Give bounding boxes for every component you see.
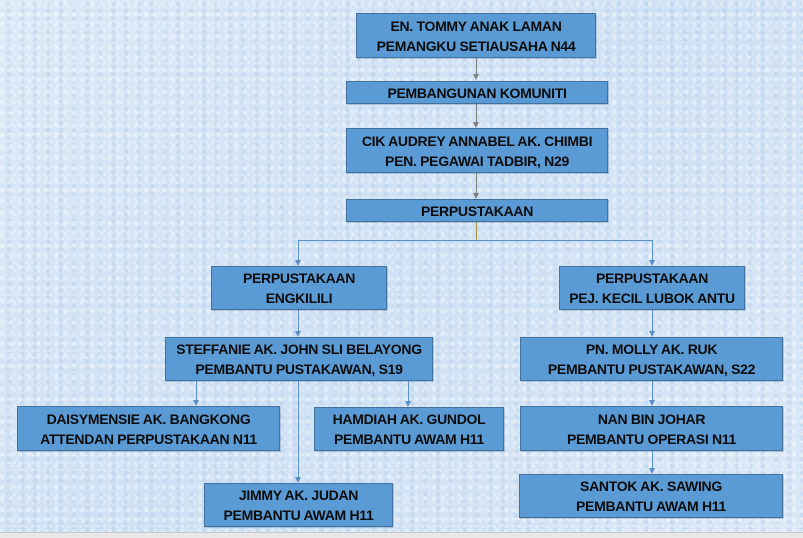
node-title: PEMANGKU SETIAUSAHA N44 (376, 37, 576, 54)
node-title: PEMBANTU AWAM H11 (223, 507, 374, 523)
org-node-jimmy: JIMMY AK. JUDAN PEMBANTU AWAM H11 (204, 483, 393, 527)
node-title: PEMBANTU PUSTAKAWAN, S22 (547, 361, 756, 377)
org-node-admin-officer: CIK AUDREY ANNABEL AK. CHIMBI PEN. PEGAW… (346, 128, 608, 173)
arrow-head-icon (649, 400, 655, 406)
org-node-molly: PN. MOLLY AK. RUK PEMBANTU PUSTAKAWAN, S… (520, 337, 783, 381)
arrow-head-icon (473, 193, 479, 199)
node-unit: PERPUSTAKAAN (595, 270, 709, 286)
connector-lubok-molly (652, 310, 653, 332)
node-name: PN. MOLLY AK. RUK (585, 341, 718, 357)
node-title: ATTENDAN PERPUSTAKAAN N11 (40, 430, 257, 447)
arrow-head-icon (295, 331, 301, 337)
arrow-head-icon (193, 400, 199, 406)
connector-engkilili-steffanie (298, 310, 299, 332)
node-name: CIK AUDREY ANNABEL AK. CHIMBI (361, 132, 593, 149)
org-node-hamdiah: HAMDIAH AK. GUNDOL PEMBANTU AWAM H11 (314, 407, 504, 451)
connector-to-engkilili (298, 240, 299, 262)
node-title: PEMBANTU AWAM H11 (334, 431, 484, 447)
arrow-head-icon (295, 260, 301, 266)
node-name: EN. TOMMY ANAK LAMAN (390, 17, 562, 34)
node-name: SANTOK AK. SAWING (580, 478, 722, 494)
node-unit: PERPUSTAKAAN (242, 270, 356, 286)
org-node-steffanie: STEFFANIE AK. JOHN SLI BELAYONG PEMBANTU… (165, 337, 433, 381)
node-location: PEJ. KECIL LUBOK ANTU (569, 290, 735, 306)
org-node-library: PERPUSTAKAAN (346, 199, 608, 222)
org-node-head: EN. TOMMY ANAK LAMAN PEMANGKU SETIAUSAHA… (356, 13, 596, 58)
connector-steffanie-hamdiah (408, 381, 409, 401)
arrow-head-icon (473, 122, 479, 128)
connector-community-admin (476, 104, 477, 124)
arrow-head-icon (649, 331, 655, 337)
connector-library-split (476, 222, 477, 240)
connector-library-branches (298, 240, 653, 241)
org-node-daisymensie: DAISYMENSIE AK. BANGKONG ATTENDAN PERPUS… (17, 406, 280, 451)
arrow-head-icon (295, 477, 301, 483)
connector-head-community (476, 58, 477, 76)
org-node-nan: NAN BIN JOHAR PEMBANTU OPERASI N11 (520, 406, 783, 451)
arrow-head-icon (473, 74, 479, 80)
org-node-santok: SANTOK AK. SAWING PEMBANTU AWAM H11 (519, 474, 783, 518)
node-name: HAMDIAH AK. GUNDOL (332, 411, 486, 427)
arrow-head-icon (405, 401, 411, 407)
arrow-head-icon (649, 260, 655, 266)
connector-nan-santok (652, 451, 653, 469)
node-title: PEMBANTU AWAM H11 (576, 498, 726, 514)
node-title: PEMBANTU PUSTAKAWAN, S19 (195, 361, 403, 377)
node-name: STEFFANIE AK. JOHN SLI BELAYONG (176, 341, 422, 357)
node-unit: PERPUSTAKAAN (420, 202, 534, 219)
org-node-library-lubok-antu: PERPUSTAKAAN PEJ. KECIL LUBOK ANTU (559, 266, 745, 310)
node-name: JIMMY AK. JUDAN (238, 487, 359, 503)
org-node-community-development: PEMBANGUNAN KOMUNITI (346, 81, 608, 104)
connector-admin-library (476, 173, 477, 195)
footer-strip (0, 532, 803, 538)
org-node-library-engkilili: PERPUSTAKAAN ENGKILILI (211, 266, 387, 310)
node-unit: PEMBANGUNAN KOMUNITI (387, 84, 567, 101)
connector-molly-nan (652, 381, 653, 401)
node-location: ENGKILILI (265, 290, 333, 306)
connector-steffanie-jimmy (298, 381, 299, 477)
node-title: PEMBANTU OPERASI N11 (566, 430, 737, 447)
node-name: DAISYMENSIE AK. BANGKONG (46, 410, 251, 427)
connector-steffanie-daisymensie (196, 381, 197, 401)
node-title: PEN. PEGAWAI TADBIR, N29 (385, 152, 569, 169)
node-name: NAN BIN JOHAR (597, 410, 706, 427)
connector-to-lubok-antu (652, 240, 653, 262)
arrow-head-icon (649, 468, 655, 474)
